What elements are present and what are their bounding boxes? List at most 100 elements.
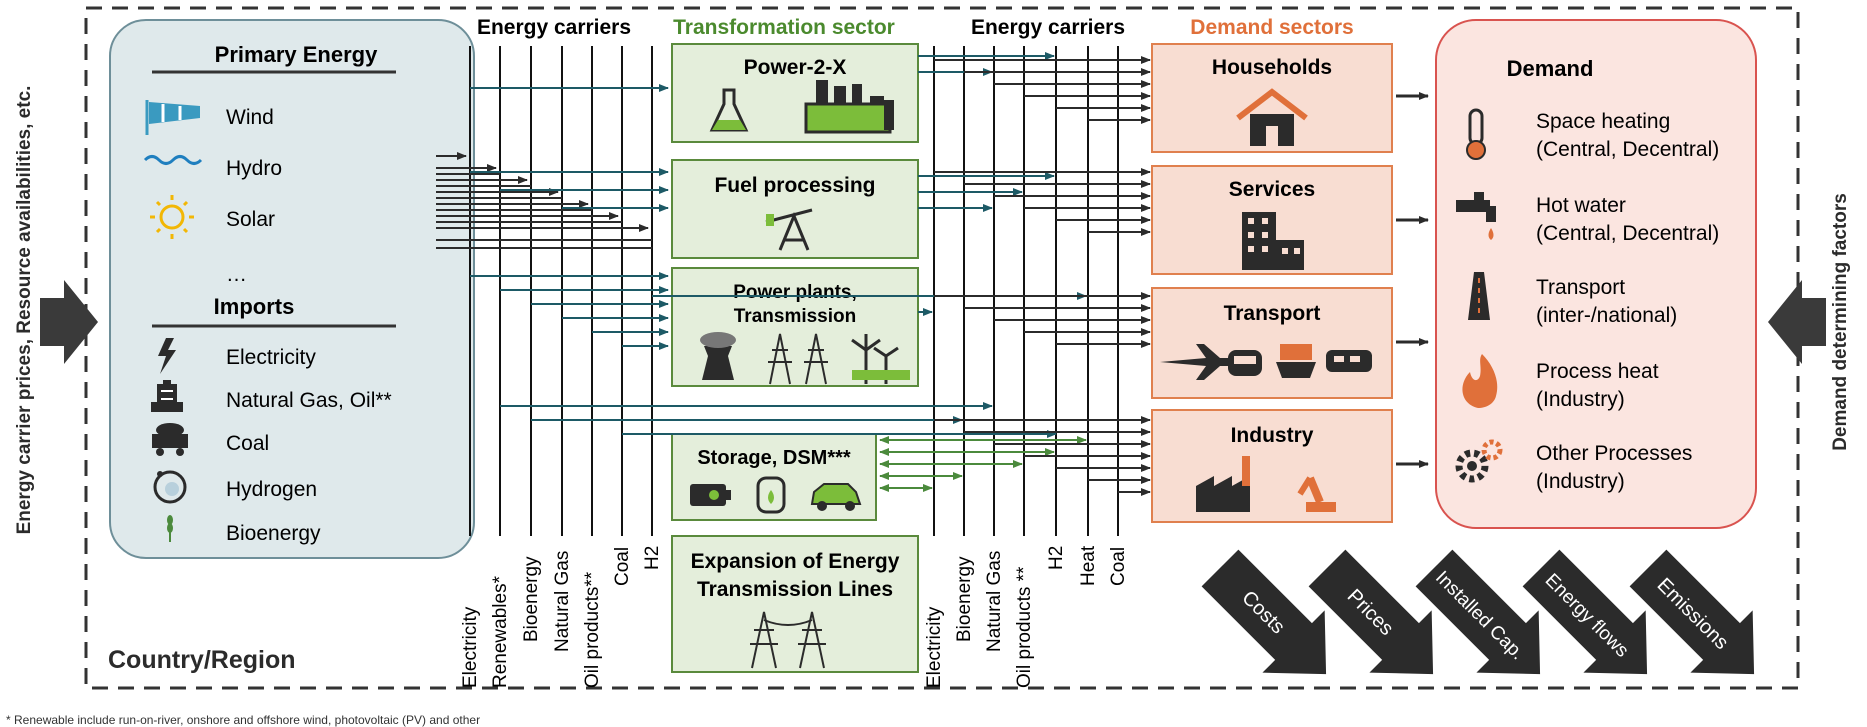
sectors-to-demand-arrows — [1396, 92, 1429, 468]
power-plants-label-1: Power plants, — [733, 282, 857, 303]
demand-title: Demand — [1507, 56, 1594, 81]
left-factor-arrow — [40, 280, 98, 364]
tank-icon — [756, 476, 786, 514]
flask-icon — [709, 88, 749, 132]
demand-transport-2: (inter-/national) — [1536, 304, 1677, 327]
demand-process-heat-2: (Industry) — [1536, 388, 1625, 411]
pylons-icon — [768, 333, 828, 385]
house-icon — [1236, 88, 1308, 146]
demand-sectors-title: Demand sectors — [1190, 16, 1353, 39]
transport-label: Transport — [1224, 302, 1321, 325]
industry-box — [1151, 409, 1393, 523]
import-bioenergy: Bioenergy — [226, 522, 321, 545]
car-icon — [1228, 350, 1262, 376]
imports-title: Imports — [214, 294, 295, 319]
import-hydrogen: Hydrogen — [226, 478, 317, 501]
right-factor-arrow — [1768, 280, 1826, 364]
primary-to-carriers-arrows — [436, 152, 649, 232]
transport-box — [1151, 287, 1393, 399]
fuel-processing-box — [671, 159, 919, 259]
flame-icon — [1462, 354, 1498, 408]
right-factor-label: Demand determining factors — [1830, 193, 1851, 451]
carrier-left-renewables: Renewables* — [490, 575, 511, 688]
lightning-icon — [158, 338, 176, 374]
wind-turbines-icon — [851, 334, 910, 384]
demand-space-heating-1: Space heating — [1536, 110, 1670, 133]
industry-label: Industry — [1231, 424, 1314, 447]
import-coal: Coal — [226, 432, 269, 455]
import-gas-oil: Natural Gas, Oil** — [226, 389, 392, 412]
import-electricity: Electricity — [226, 346, 316, 369]
footnote: * Renewable include run-on-river, onshor… — [6, 713, 480, 727]
storage-label: Storage, DSM*** — [697, 447, 851, 469]
carriers-left-title: Energy carriers — [477, 16, 631, 39]
carriers-right-title: Energy carriers — [971, 16, 1125, 39]
primary-item-solar: Solar — [226, 208, 275, 231]
carrier-left-bioenergy: Bioenergy — [521, 556, 542, 642]
expansion-label-2: Transmission Lines — [697, 578, 893, 601]
battery-icon — [690, 484, 731, 506]
airplane-icon — [1160, 344, 1234, 380]
industry-factory-icon — [1196, 456, 1250, 512]
expansion-label-1: Expansion of Energy — [691, 550, 900, 573]
carriers-left-labels: Electricity Renewables* Bioenergy Natura… — [460, 546, 663, 688]
primary-energy-title: Primary Energy — [215, 42, 378, 67]
oil-pump-icon — [765, 208, 813, 251]
sun-icon — [150, 195, 194, 239]
robot-arm-icon — [1297, 476, 1336, 512]
gas-plant-icon — [151, 380, 183, 412]
transformation-title: Transformation sector — [673, 16, 895, 39]
office-building-icon — [1242, 212, 1304, 270]
expansion-box — [671, 535, 919, 673]
hydrogen-icon — [153, 470, 187, 504]
carrier-right-bioenergy: Bioenergy — [954, 556, 975, 642]
left-factor-label: Energy carrier prices, Resource availabi… — [14, 86, 35, 535]
carrier-right-electricity: Electricity — [924, 606, 945, 688]
factory-icon — [804, 80, 894, 134]
carrier-left-coal: Coal — [612, 547, 633, 586]
carrier-left-electricity: Electricity — [460, 606, 481, 688]
carriers-right-labels: Electricity Bioenergy Natural Gas Oil pr… — [924, 545, 1129, 688]
demand-space-heating-2: (Central, Decentral) — [1536, 138, 1719, 161]
services-label: Services — [1229, 178, 1315, 201]
wind-icon — [145, 100, 200, 135]
coal-cart-icon — [152, 423, 188, 456]
power-plants-label-2: Transmission — [734, 306, 857, 327]
transmission-pylons-icon — [750, 611, 826, 669]
demand-box — [1435, 19, 1757, 529]
storage-exchange-arrows — [879, 436, 1087, 492]
ship-icon — [1276, 344, 1316, 378]
carrier-right-oil-products: Oil products ** — [1014, 566, 1035, 688]
demand-transport-1: Transport — [1536, 276, 1625, 299]
ev-car-icon — [810, 483, 862, 511]
carrier-to-transformation-arrows — [470, 84, 669, 350]
thermometer-icon — [1466, 108, 1486, 160]
cooling-tower-icon — [700, 332, 736, 380]
demand-hot-water-1: Hot water — [1536, 194, 1626, 217]
carriers-to-sectors-arrows — [934, 56, 1151, 496]
primary-item-hydro: Hydro — [226, 157, 282, 180]
households-label: Households — [1212, 56, 1332, 79]
fuel-processing-label: Fuel processing — [714, 174, 875, 197]
demand-other-processes-2: (Industry) — [1536, 470, 1625, 493]
carrier-left-natural-gas: Natural Gas — [552, 551, 573, 652]
carrier-left-oil-products: Oil products** — [582, 571, 603, 688]
carrier-right-heat: Heat — [1078, 545, 1099, 586]
faucet-icon — [1456, 192, 1496, 240]
road-icon — [1468, 272, 1490, 320]
demand-hot-water-2: (Central, Decentral) — [1536, 222, 1719, 245]
power2x-label: Power-2-X — [744, 56, 847, 79]
primary-energy-box — [109, 19, 475, 559]
carrier-right-coal: Coal — [1108, 547, 1129, 586]
output-arrow-costs: Costs — [1201, 549, 1327, 675]
gears-icon — [1455, 439, 1503, 483]
primary-item-wind: Wind — [226, 106, 274, 129]
carrier-right-natural-gas: Natural Gas — [984, 551, 1005, 652]
train-icon — [1326, 350, 1372, 372]
demand-process-heat-1: Process heat — [1536, 360, 1659, 383]
carrier-right-h2: H2 — [1046, 546, 1067, 570]
demand-other-processes-1: Other Processes — [1536, 442, 1692, 465]
carrier-left-h2: H2 — [642, 546, 663, 570]
wheat-icon — [167, 515, 173, 542]
